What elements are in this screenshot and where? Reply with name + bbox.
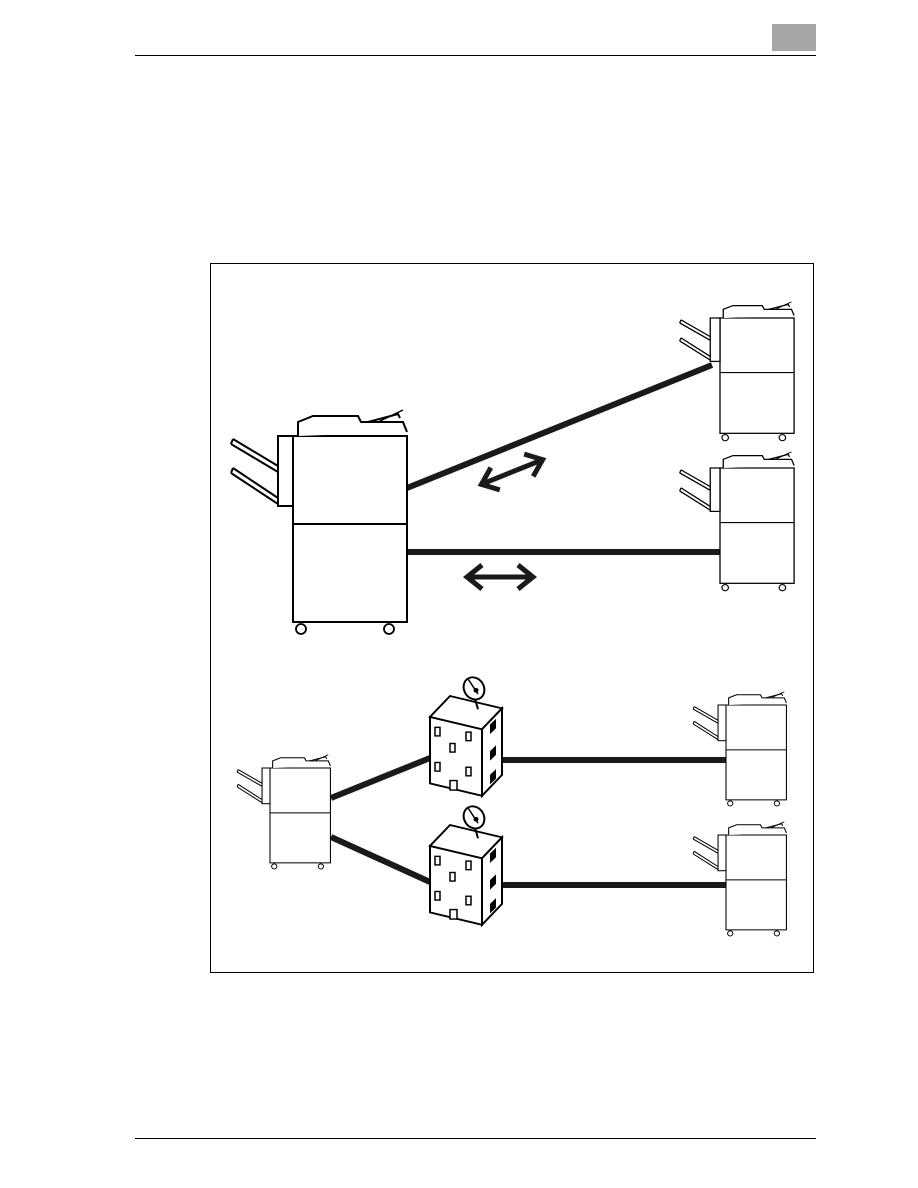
remote-copier-icon-2 <box>680 452 794 591</box>
link-line-lower-1 <box>331 758 430 798</box>
lower-remote-copier-icon-1 <box>693 692 786 806</box>
main-copier-icon <box>231 410 407 634</box>
footer-rule <box>135 1138 816 1139</box>
link-line-upper-1 <box>407 365 712 488</box>
link-line-lower-2 <box>331 837 430 882</box>
bidirectional-arrow-icon-2 <box>467 565 533 589</box>
relay-building-icon-1 <box>430 674 502 796</box>
lower-remote-copier-icon-2 <box>693 822 786 936</box>
relay-building-icon-2 <box>430 803 502 925</box>
lower-main-copier-icon <box>237 755 330 869</box>
